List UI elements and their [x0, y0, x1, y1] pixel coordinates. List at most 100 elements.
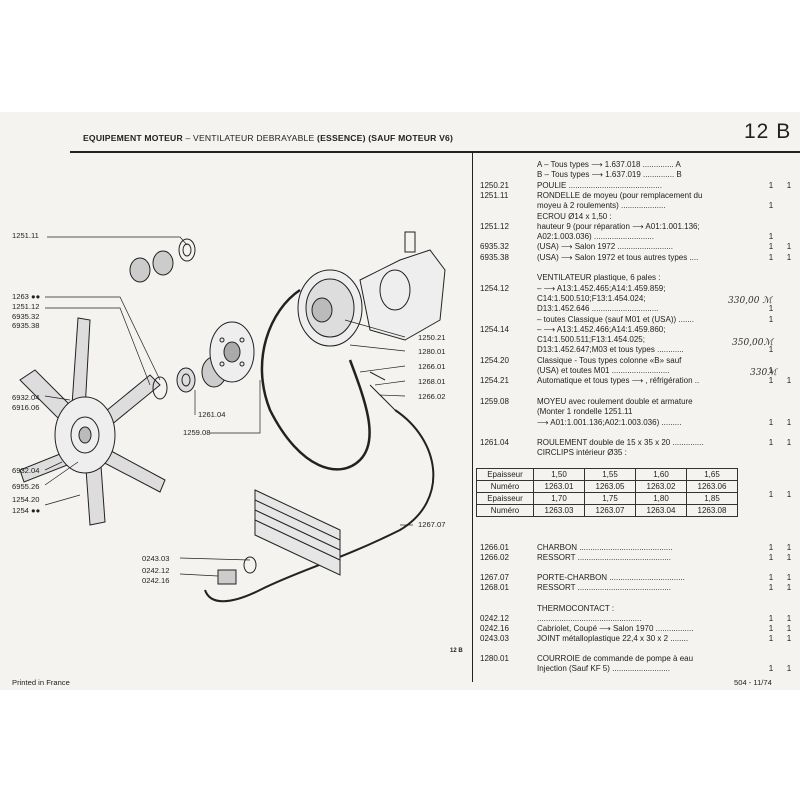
part-desc: C14:1.500.510;F13:1.454.024;: [537, 293, 646, 303]
part-q2: 1: [786, 376, 792, 386]
part-row: D13:1.452.646 ..........................…: [476, 304, 798, 314]
part-row: 1254.21 Automatique et tous types ⟶ , ré…: [476, 376, 798, 386]
part-row: [476, 563, 798, 573]
fan-illustration: [19, 317, 166, 526]
part-row: C14:1.500.510;F13:1.454.024;: [476, 294, 798, 304]
part-q1: 1: [768, 180, 774, 190]
header-subtitle-3: (SAUF MOTEUR V6): [368, 133, 454, 143]
part-row: CIRCLIPS intérieur Ø35 :: [476, 448, 798, 458]
circlips-cell: 1263.03: [533, 504, 585, 517]
part-row: B – Tous types ⟶ 1.637.019 .............…: [476, 170, 798, 180]
part-q2: 1: [786, 252, 792, 262]
part-desc: D13:1.452.647;M03 et tous types ........…: [537, 345, 684, 355]
part-q1: 1: [768, 252, 774, 262]
part-desc: PORTE-CHARBON ..........................…: [537, 573, 685, 583]
page-code: 12 B: [744, 120, 792, 143]
part-row: 0242.16 Cabriolet, Coupé ⟶ Salon 1970 ..…: [476, 624, 798, 634]
part-q1: 1: [768, 201, 774, 211]
part-desc: Classique - Tous types colonne «B» sauf: [537, 355, 682, 365]
part-desc: (Monter 1 rondelle 1251.11: [537, 407, 633, 417]
diagram-label: 1266.01: [418, 362, 446, 371]
part-desc: THERMOCONTACT :: [537, 603, 615, 613]
part-q2: 1: [786, 613, 792, 623]
pump-illustration: [359, 231, 446, 341]
part-ref: 1254.14: [480, 324, 509, 334]
handwritten-price: 330ℳ: [750, 368, 777, 378]
part-row: (USA) et toutes M01 ....................…: [476, 366, 798, 376]
part-q1: 1: [768, 553, 774, 563]
exploded-diagram: [19, 231, 446, 603]
part-q1: 1: [768, 633, 774, 643]
diagram-label: 1254.20: [12, 495, 40, 504]
part-desc: ECROU Ø14 x 1,50 :: [537, 211, 612, 221]
handwritten-price: 330,00 ℳ: [728, 296, 772, 306]
part-q1: 1: [768, 573, 774, 583]
bearing-illustration: [152, 356, 227, 400]
circlips-cell: 1,55: [584, 468, 636, 481]
diagram-label: 6935.38: [12, 321, 40, 330]
part-q2: 1: [786, 664, 792, 674]
part-q1: 1: [768, 242, 774, 252]
header-subtitle-2: (ESSENCE): [317, 133, 366, 143]
part-desc: – ⟶ A13:1.452.465;A14:1.459.859;: [537, 283, 666, 293]
belt-illustration: [260, 288, 371, 471]
part-desc: CHARBON ................................…: [537, 543, 673, 552]
part-row: 6935.32 (USA) ⟶ Salon 1972 .............…: [476, 242, 798, 252]
diagram-label: 0242.16: [142, 576, 170, 585]
part-q2: 1: [786, 633, 792, 643]
part-desc: moyeu à 2 roulements) ..................…: [537, 201, 666, 211]
diagram-label: 1266.02: [418, 392, 446, 401]
part-desc: (USA) ⟶ Salon 1972 et tous autres types …: [537, 252, 699, 262]
circlips-cell: 1,50: [533, 468, 585, 481]
circlips-cell: 1263.07: [584, 504, 636, 517]
part-row: VENTILATEUR plastique, 6 pales :: [476, 273, 798, 283]
diagram-label: 1251.11: [12, 231, 39, 240]
diagram-label: 6955.26: [12, 482, 40, 491]
thermocontact-illustration: [217, 556, 257, 585]
part-q1: 1: [768, 345, 774, 355]
diagram-label: 1254 ●●: [12, 506, 41, 515]
part-ref: 1251.11: [480, 190, 509, 200]
part-ref: 1250.21: [480, 180, 509, 190]
part-desc: (USA) ⟶ Salon 1972 .....................…: [537, 242, 673, 252]
part-q1: 1: [768, 623, 774, 633]
circlips-cell: 1263.08: [686, 504, 738, 517]
part-ref: 0243.03: [480, 633, 509, 643]
part-desc: A – Tous types ⟶ 1.637.018 .............…: [537, 160, 681, 169]
part-q1: 1: [768, 232, 774, 242]
part-q1: 1: [768, 304, 774, 314]
part-row: C14:1.500.511;F13:1.454.025;: [476, 335, 798, 345]
part-row: 1254.20 Classique - Tous types colonne «…: [476, 356, 798, 366]
diagram-label: 6932.04: [12, 393, 40, 402]
part-row: – toutes Classique (sauf M01 et (USA)) .…: [476, 315, 798, 325]
part-row: ⟶ A01:1.001.136;A02:1.003.036) .........…: [476, 418, 798, 428]
part-ref: 6935.38: [480, 252, 509, 262]
header-title: EQUIPEMENT MOTEUR: [83, 133, 183, 143]
circlips-cell: 1,60: [635, 468, 687, 481]
part-row: 1254.14 – ⟶ A13:1.452.466;A14:1.459.860;: [476, 325, 798, 335]
part-ref: 1254.12: [480, 283, 509, 293]
printed-in: Printed in France: [12, 678, 70, 687]
part-row: [476, 428, 798, 438]
circlips-label: Epaisseur: [476, 468, 534, 481]
radiator-illustration: [254, 489, 341, 576]
part-desc: Injection (Sauf KF 5) ..................…: [537, 664, 670, 674]
part-row: ECROU Ø14 x 1,50 :: [476, 212, 798, 222]
part-row: [476, 644, 798, 654]
part-ref: 0242.12: [480, 613, 509, 623]
part-desc: B – Tous types ⟶ 1.637.019 .............…: [537, 170, 682, 180]
part-desc: C14:1.500.511;F13:1.454.025;: [537, 335, 645, 345]
footer-code: 504 - 11/74: [734, 678, 772, 687]
part-q1: 1: [768, 664, 774, 674]
part-desc: RESSORT ................................…: [537, 583, 671, 593]
circlips-cell: 1263.04: [635, 504, 687, 517]
diagram-label: 1267.07: [418, 520, 446, 529]
diagram-label: 1251.12: [12, 302, 40, 311]
part-q2: 1: [786, 553, 792, 563]
